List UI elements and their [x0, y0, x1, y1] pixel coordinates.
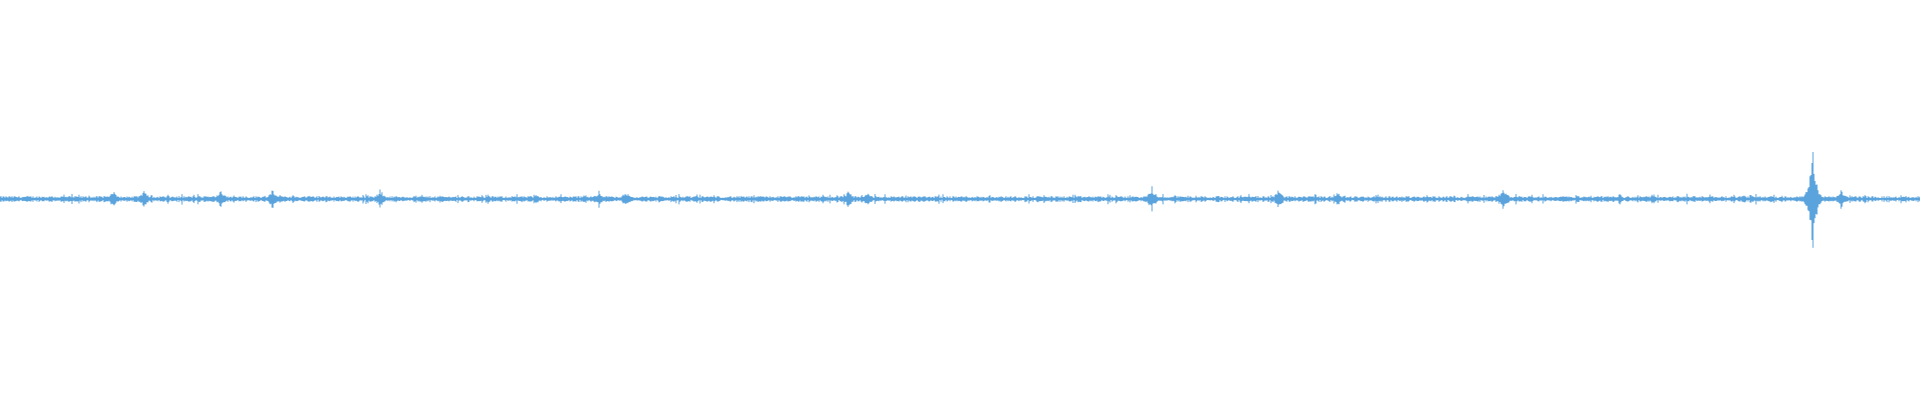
waveform-trace	[0, 152, 1920, 248]
